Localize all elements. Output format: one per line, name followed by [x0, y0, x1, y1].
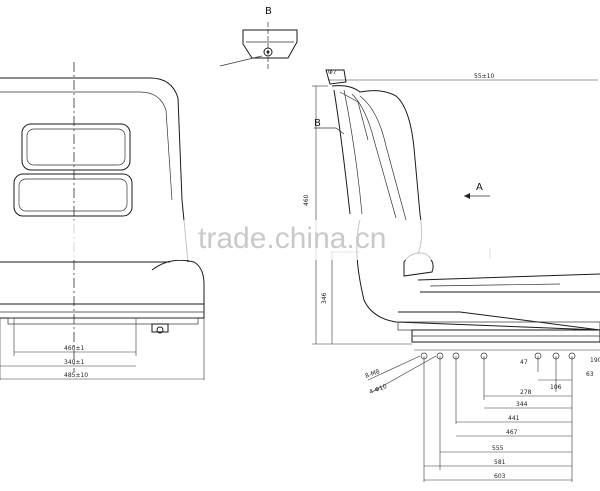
- section-b-label: B: [265, 6, 272, 17]
- dim-overall-width: 485±10: [64, 372, 88, 379]
- view-a-label: A: [476, 182, 483, 193]
- dim-106: 106: [550, 384, 562, 391]
- dim-bolt-2: 4-Φ10: [368, 383, 388, 396]
- dim-middle-width: 340±1: [64, 359, 84, 366]
- dim-581: 581: [494, 459, 506, 466]
- dim-depth: 55±10: [474, 73, 494, 80]
- dim-back-height: 460: [303, 194, 310, 206]
- dim-603: 603: [494, 473, 506, 480]
- dim-441: 441: [508, 415, 520, 422]
- dim-63: 63: [586, 371, 594, 378]
- front-view: 460±1 340±1 485±10: [0, 62, 205, 380]
- dim-555: 555: [492, 445, 504, 452]
- dim-47: 47: [520, 359, 528, 366]
- watermark-text: trade.china.cn: [198, 222, 386, 255]
- dim-inner-width: 460±1: [64, 345, 84, 352]
- watermark: trade.china.cn: [0, 220, 600, 260]
- dim-bolt-1: 8-M8: [364, 368, 381, 380]
- dim-seat-height: 346: [321, 292, 328, 304]
- dim-top-phi: Φ7: [328, 69, 337, 76]
- dim-467: 467: [506, 429, 518, 436]
- section-b-side-label: B: [314, 118, 321, 129]
- dim-344: 344: [516, 401, 528, 408]
- section-b-detail: B: [219, 6, 298, 70]
- side-view: 55±10 Φ7 B A 460: [303, 69, 600, 482]
- bolt-holes: [420, 352, 576, 360]
- dim-278: 278: [520, 389, 532, 396]
- dim-190: 190: [590, 357, 600, 364]
